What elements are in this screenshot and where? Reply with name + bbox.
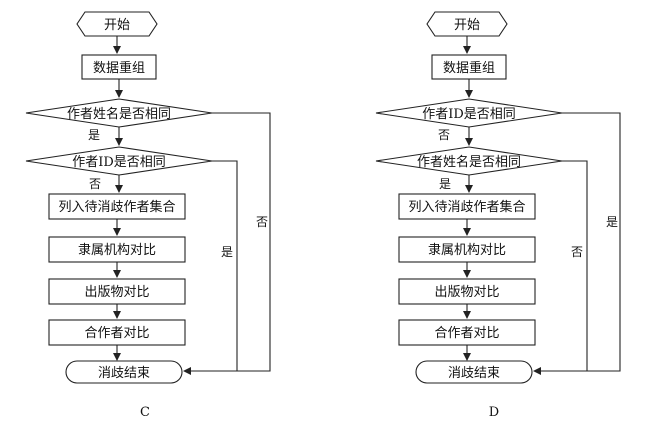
decision1-yes-label: 是 <box>606 215 618 229</box>
reorganize-box <box>81 54 157 80</box>
reorganize-label: 数据重组 <box>93 60 145 76</box>
decision1-no-label: 否 <box>256 215 268 229</box>
caption-d: D <box>489 405 499 420</box>
start-label: 开始 <box>454 18 480 33</box>
decision-id-match-label: 作者ID是否相同 <box>72 155 166 170</box>
end-node <box>415 360 533 384</box>
reorganize-box <box>431 54 507 80</box>
decision-name-match-label: 作者姓名是否相同 <box>67 106 171 122</box>
step-publication <box>48 278 186 305</box>
step-candidate-set-label: 列入待消歧作者集合 <box>408 199 525 215</box>
step-publication-label: 出版物对比 <box>434 285 499 300</box>
decision2-yes-label: 是 <box>221 245 233 259</box>
step-coauthor-label: 合作者对比 <box>434 326 499 341</box>
decision-name-match-label: 作者姓名是否相同 <box>417 154 521 170</box>
flowchart-d: 开始 数据重组 作者ID是否相同 否 是 作者姓名是否相同 是 否 列入待消歧作… <box>375 11 621 420</box>
end-label: 消歧结束 <box>98 366 150 381</box>
end-label: 消歧结束 <box>448 366 500 381</box>
end-node <box>65 360 183 384</box>
start-node <box>76 11 158 37</box>
step-affiliation <box>398 236 536 263</box>
reorganize-label: 数据重组 <box>443 60 495 76</box>
step-affiliation-label: 隶属机构对比 <box>428 243 506 258</box>
start-label: 开始 <box>104 18 130 33</box>
step-candidate-set <box>48 193 186 220</box>
decision2-no-label: 否 <box>89 177 101 191</box>
step-candidate-set <box>398 193 536 220</box>
start-node <box>426 11 508 37</box>
decision1-no-label: 否 <box>438 128 450 142</box>
step-affiliation-label: 隶属机构对比 <box>78 243 156 258</box>
flowchart-c: 开始 数据重组 作者姓名是否相同 是 否 作者ID是否相同 否 是 列入待消歧作… <box>25 11 271 420</box>
decision2-yes-label: 是 <box>439 177 451 191</box>
step-coauthor-label: 合作者对比 <box>84 326 149 341</box>
step-candidate-set-label: 列入待消歧作者集合 <box>58 199 175 215</box>
step-coauthor <box>398 319 536 346</box>
caption-c: C <box>140 405 150 420</box>
step-publication-label: 出版物对比 <box>84 285 149 300</box>
decision1-yes-label: 是 <box>88 128 100 142</box>
step-affiliation <box>48 236 186 263</box>
decision-id-match-label: 作者ID是否相同 <box>422 107 516 122</box>
decision2-no-label: 否 <box>571 245 583 259</box>
step-publication <box>398 278 536 305</box>
